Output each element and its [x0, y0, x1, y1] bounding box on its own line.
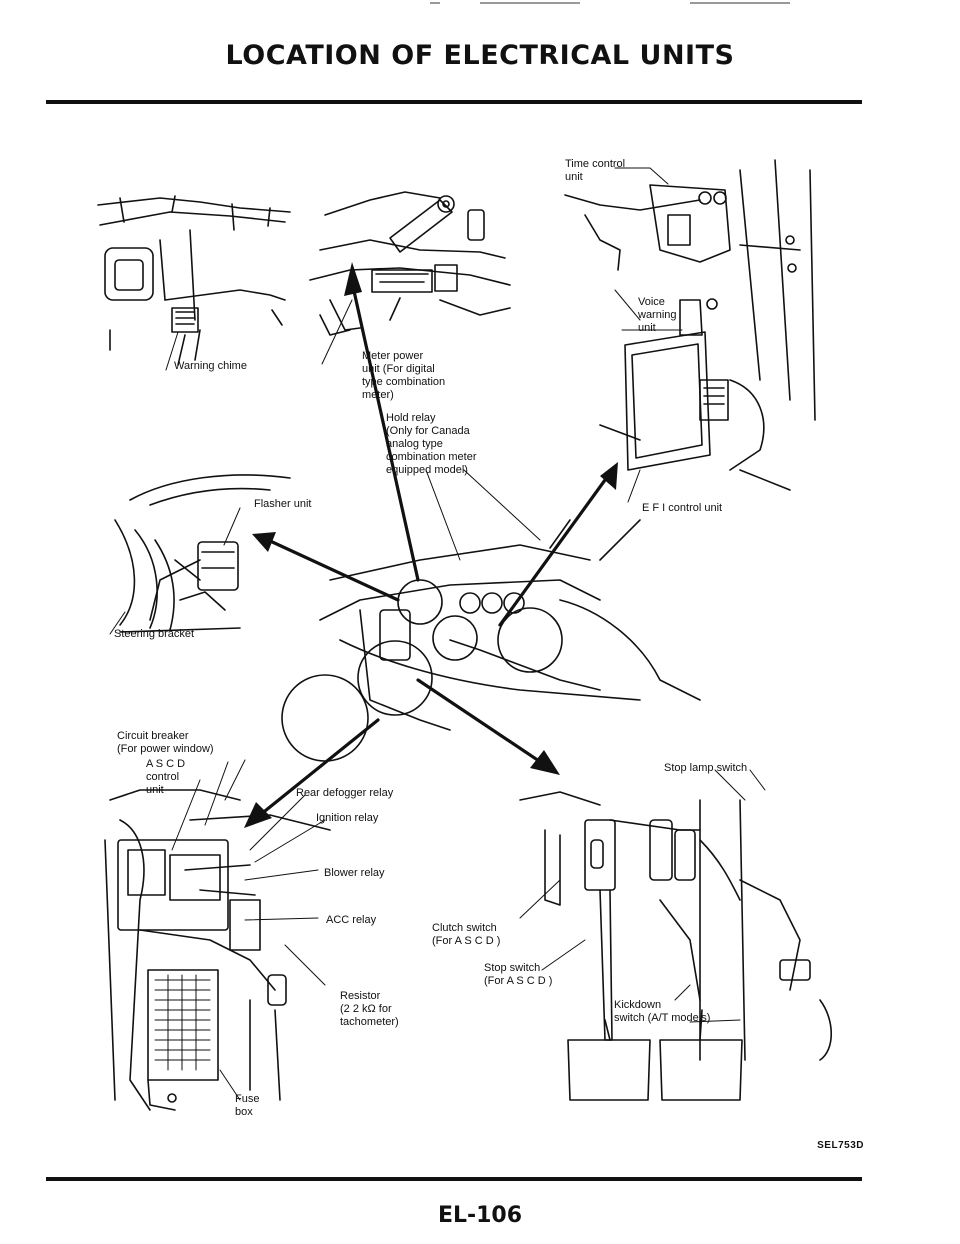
label-meter-power-unit: Meter power unit (For digital type combi… [362, 350, 446, 401]
figure-code: SEL753D [817, 1140, 864, 1151]
flasher-unit-illustration [114, 474, 291, 633]
efi-area-illustration [564, 159, 816, 491]
pointer-arrows [258, 280, 607, 817]
relay-block-illustration [104, 789, 331, 1111]
pedal-assembly-illustration [519, 791, 832, 1101]
top-rule [46, 100, 862, 104]
label-hold-relay: Hold relay (Only for Canada analog type … [386, 412, 477, 476]
steering-column-illustration [309, 191, 511, 336]
label-acc-relay: ACC relay [326, 914, 377, 926]
label-fuse-box: Fuse box [235, 1093, 260, 1118]
page-number: EL-106 [437, 1203, 523, 1228]
dashboard-illustration [281, 519, 701, 762]
label-time-control-unit: Time control unit [565, 158, 626, 183]
label-blower-relay: Blower relay [324, 867, 385, 879]
arrow-heads [244, 262, 618, 828]
page-title: LOCATION OF ELECTRICAL UNITS [225, 40, 735, 71]
label-resistor: Resistor (2 2 kΩ for tachometer) [340, 990, 399, 1028]
bottom-rule [46, 1177, 862, 1181]
label-ignition-relay: Ignition relay [316, 812, 379, 824]
label-kickdown-switch: Kickdown switch (A/T models) [614, 999, 711, 1024]
label-steering-bracket: Steering bracket [114, 628, 195, 640]
warning-chime-illustration [97, 195, 291, 366]
scan-marks [430, 2, 790, 4]
label-efi-control-unit: E F I control unit [642, 502, 723, 514]
label-circuit-breaker: Circuit breaker (For power window) [117, 730, 214, 755]
label-voice-warning-unit: Voice warning unit [638, 296, 677, 334]
label-stop-switch: Stop switch (For A S C D ) [484, 962, 553, 987]
label-clutch-switch: Clutch switch (For A S C D ) [432, 922, 501, 947]
label-ascd-control-unit: A S C D control unit [146, 758, 186, 796]
label-rear-defogger-relay: Rear defogger relay [296, 787, 394, 799]
label-warning-chime: Warning chime [174, 360, 247, 372]
label-flasher-unit: Flasher unit [254, 498, 312, 510]
label-stop-lamp-switch: Stop lamp switch [664, 762, 748, 774]
